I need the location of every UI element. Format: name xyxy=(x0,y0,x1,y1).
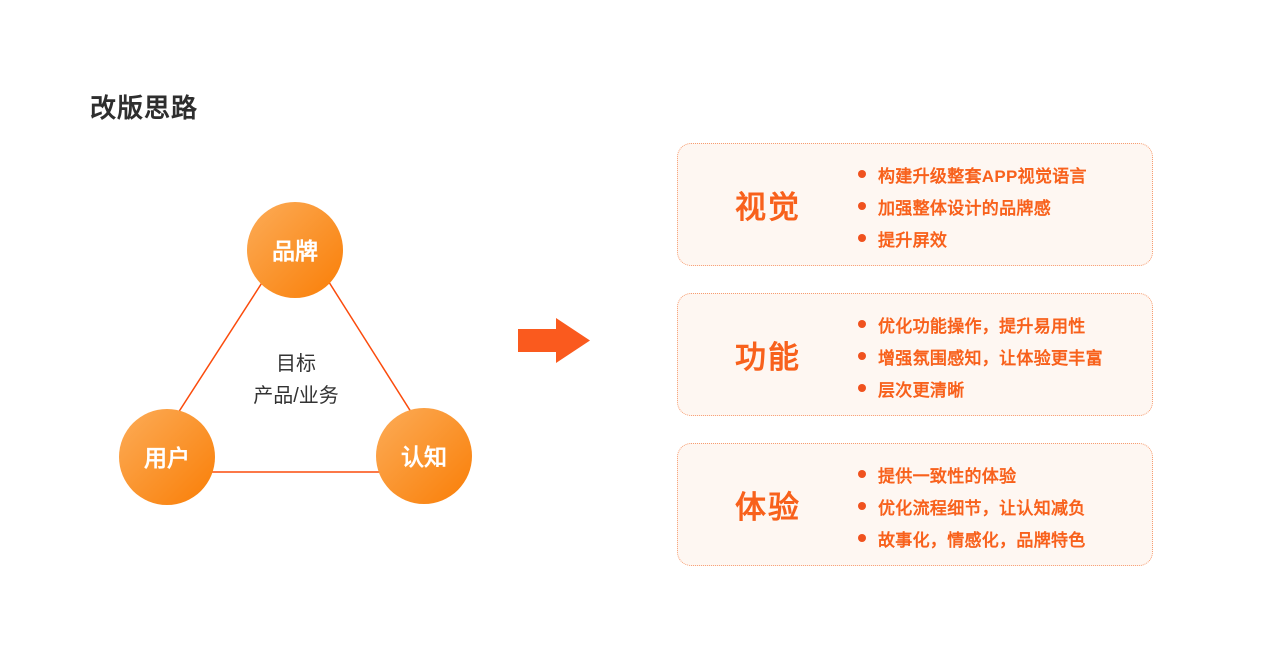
list-item: 层次更清晰 xyxy=(858,372,1152,404)
bullet-dot-icon xyxy=(858,352,866,360)
cognition-node-label: 认知 xyxy=(401,444,447,470)
user-node xyxy=(119,409,215,505)
right-arrow-icon xyxy=(518,318,590,363)
list-item: 构建升级整套APP视觉语言 xyxy=(858,158,1152,190)
bullet-text: 构建升级整套APP视觉语言 xyxy=(878,166,1087,186)
bullet-text: 层次更清晰 xyxy=(878,380,965,400)
bullet-dot-icon xyxy=(858,234,866,242)
card-experience: 体验 提供一致性的体验 优化流程细节，让认知减负 故事化，情感化，品牌特色 xyxy=(677,443,1153,566)
brand-node-label: 品牌 xyxy=(272,238,318,264)
bullet-text: 增强氛围感知，让体验更丰富 xyxy=(878,348,1103,368)
user-node-label: 用户 xyxy=(144,445,190,471)
list-item: 优化流程细节，让认知减负 xyxy=(858,490,1152,522)
bullet-text: 优化功能操作，提升易用性 xyxy=(878,316,1086,336)
list-item: 提升屏效 xyxy=(858,222,1152,254)
bullet-dot-icon xyxy=(858,534,866,542)
card-function-title: 功能 xyxy=(735,340,801,375)
card-function-bullet-list: 优化功能操作，提升易用性 增强氛围感知，让体验更丰富 层次更清晰 xyxy=(858,305,1152,404)
triangle-center-line2: 产品/业务 xyxy=(253,384,339,407)
bullet-dot-icon xyxy=(858,170,866,178)
list-item: 增强氛围感知，让体验更丰富 xyxy=(858,340,1152,372)
brand-node xyxy=(247,202,343,298)
card-visual-title: 视觉 xyxy=(735,190,801,225)
card-experience-title: 体验 xyxy=(735,490,801,525)
card-visual-bullet-list: 构建升级整套APP视觉语言 加强整体设计的品牌感 提升屏效 xyxy=(858,155,1152,254)
card-function: 功能 优化功能操作，提升易用性 增强氛围感知，让体验更丰富 层次更清晰 xyxy=(677,293,1153,416)
bullet-dot-icon xyxy=(858,470,866,478)
page-title: 改版思路 xyxy=(90,93,199,123)
bullet-text: 提供一致性的体验 xyxy=(878,466,1017,486)
bullet-dot-icon xyxy=(858,202,866,210)
bullet-dot-icon xyxy=(858,384,866,392)
cards-panel: 视觉 构建升级整套APP视觉语言 加强整体设计的品牌感 提升屏效 功能 xyxy=(677,143,1153,566)
card-experience-bullet-list: 提供一致性的体验 优化流程细节，让认知减负 故事化，情感化，品牌特色 xyxy=(858,455,1152,554)
bullet-dot-icon xyxy=(858,320,866,328)
cognition-node xyxy=(376,408,472,504)
list-item: 故事化，情感化，品牌特色 xyxy=(858,522,1152,554)
triangle-center-line1: 目标 xyxy=(276,352,316,375)
triangle-diagram: 品牌 用户 认知 目标 产品/业务 xyxy=(119,202,590,505)
card-visual: 视觉 构建升级整套APP视觉语言 加强整体设计的品牌感 提升屏效 xyxy=(677,143,1153,266)
bullet-text: 优化流程细节，让认知减负 xyxy=(878,498,1086,518)
bullet-text: 提升屏效 xyxy=(878,230,948,250)
bullet-text: 加强整体设计的品牌感 xyxy=(878,198,1051,218)
list-item: 提供一致性的体验 xyxy=(858,458,1152,490)
list-item: 优化功能操作，提升易用性 xyxy=(858,308,1152,340)
list-item: 加强整体设计的品牌感 xyxy=(858,190,1152,222)
bullet-text: 故事化，情感化，品牌特色 xyxy=(878,530,1086,550)
bullet-dot-icon xyxy=(858,502,866,510)
